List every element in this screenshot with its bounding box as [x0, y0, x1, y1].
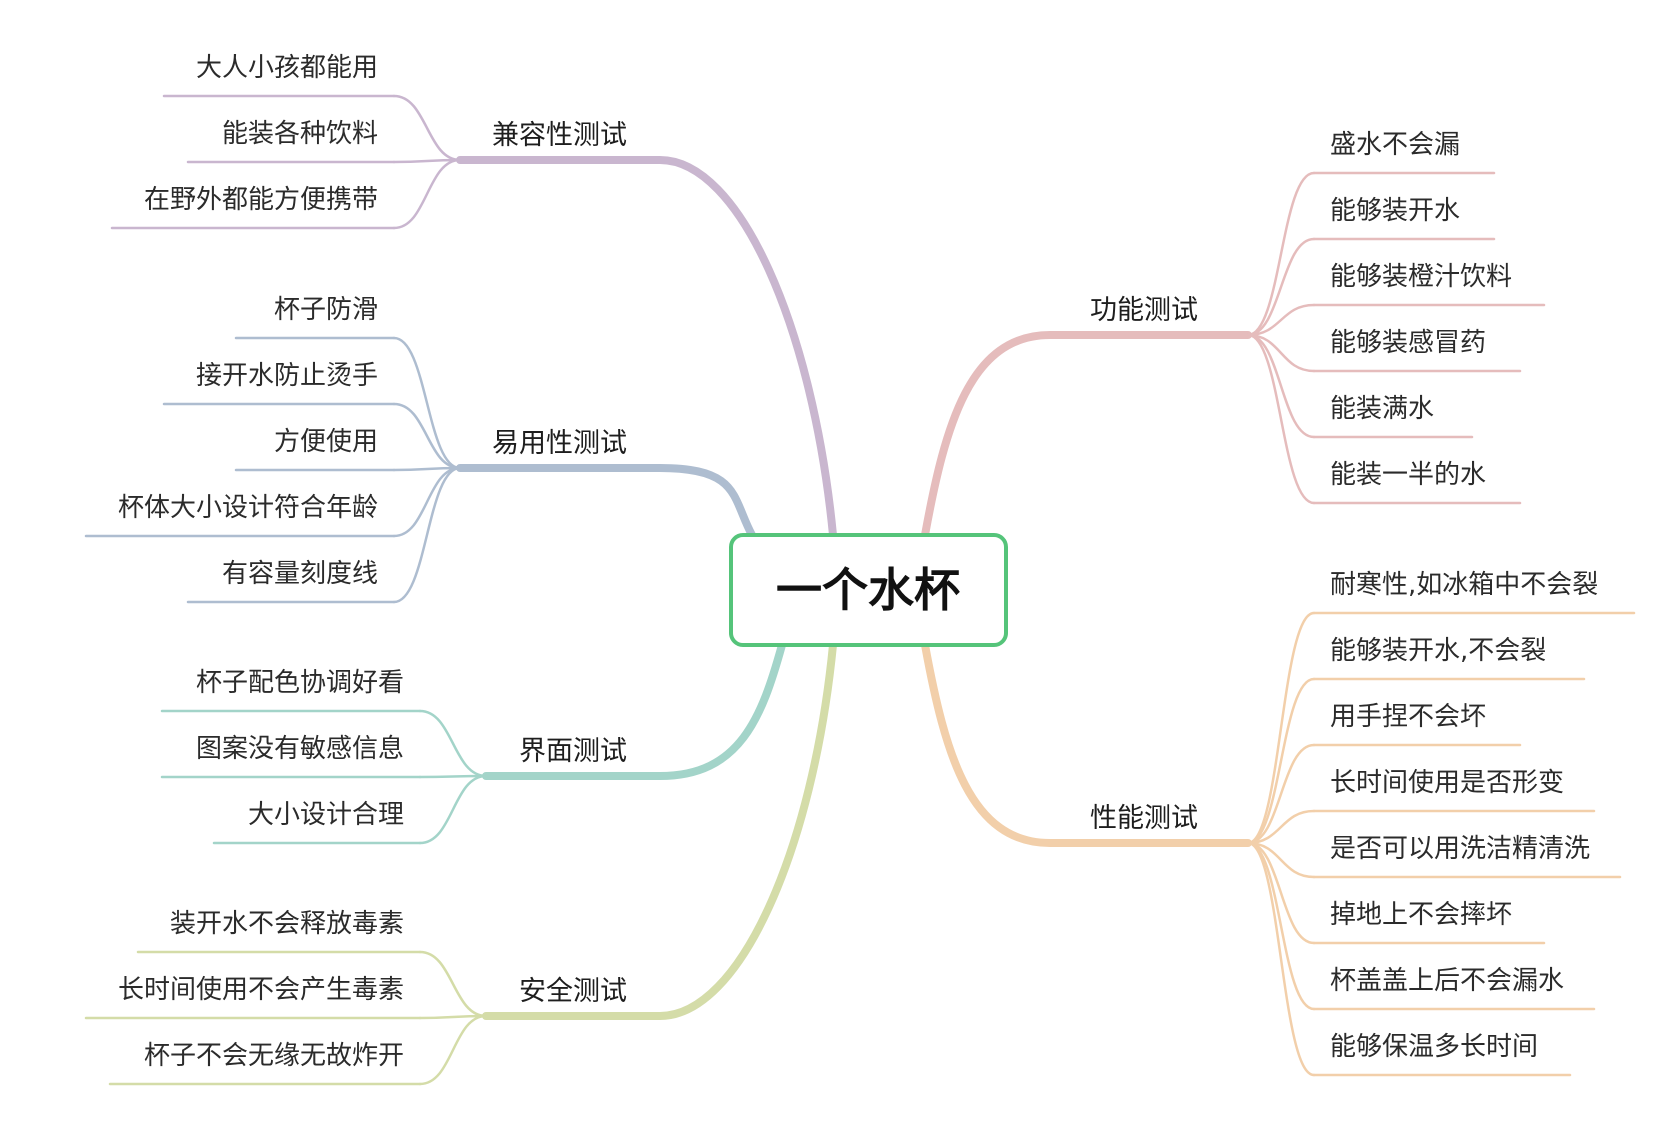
- leaf-topic[interactable]: 是否可以用洗洁精清洗: [1330, 834, 1590, 864]
- leaf-topic[interactable]: 杯子配色协调好看: [196, 668, 404, 698]
- leaf-topic[interactable]: 长时间使用是否形变: [1330, 768, 1564, 798]
- leaf-topic[interactable]: 有容量刻度线: [222, 559, 378, 589]
- leaf-connector: [1246, 841, 1316, 1077]
- leaf-topic[interactable]: 耐寒性,如冰箱中不会裂: [1330, 570, 1598, 600]
- leaf-connector: [1246, 303, 1316, 337]
- branch-topic-usability[interactable]: 易用性测试: [492, 428, 627, 459]
- leaf-topic[interactable]: 杯子不会无缘无故炸开: [144, 1041, 404, 1071]
- leaf-topic[interactable]: 大小设计合理: [248, 800, 404, 830]
- leaf-topic[interactable]: 杯体大小设计符合年龄: [118, 493, 378, 523]
- leaf-connector: [1246, 809, 1316, 845]
- connector-layer: [84, 94, 1636, 1086]
- branch-connector-interface: [482, 641, 786, 780]
- leaf-connector: [1246, 333, 1316, 439]
- leaf-topic[interactable]: 能装各种饮料: [222, 119, 378, 149]
- leaf-topic[interactable]: 方便使用: [274, 427, 378, 457]
- leaf-connector: [1246, 841, 1316, 879]
- leaf-topic[interactable]: 掉地上不会摔坏: [1330, 900, 1512, 930]
- leaf-topic[interactable]: 长时间使用不会产生毒素: [118, 975, 404, 1005]
- leaf-connector: [392, 158, 462, 164]
- central-topic-box[interactable]: [729, 533, 1008, 647]
- leaf-connector: [418, 774, 488, 845]
- branch-topic-compatibility[interactable]: 兼容性测试: [492, 120, 627, 151]
- leaf-topic[interactable]: 用手捏不会坏: [1330, 702, 1486, 732]
- leaf-connector: [1246, 333, 1316, 505]
- leaf-connector: [1246, 333, 1316, 373]
- central-topic[interactable]: 一个水杯: [729, 533, 1008, 647]
- leaf-connector: [418, 1014, 488, 1086]
- leaf-topic[interactable]: 盛水不会漏: [1330, 130, 1460, 160]
- branch-connector-function: [921, 331, 1252, 539]
- leaf-connector: [418, 709, 488, 778]
- leaf-topic[interactable]: 能装满水: [1330, 394, 1434, 424]
- branch-connector-compatibility: [456, 156, 837, 539]
- branch-connector-usability: [456, 464, 756, 539]
- leaf-connector: [1246, 611, 1316, 845]
- leaf-topic[interactable]: 接开水防止烫手: [196, 361, 378, 391]
- branch-topic-security[interactable]: 安全测试: [519, 976, 627, 1007]
- leaf-connector: [392, 466, 462, 472]
- central-topic-label: 一个水杯: [776, 563, 960, 617]
- branch-topic-function[interactable]: 功能测试: [1090, 295, 1198, 326]
- branch-connector-performance: [921, 641, 1252, 847]
- leaf-topic[interactable]: 图案没有敏感信息: [196, 734, 404, 764]
- leaf-topic[interactable]: 装开水不会释放毒素: [170, 909, 404, 939]
- branch-topic-performance[interactable]: 性能测试: [1090, 803, 1198, 834]
- leaf-connector: [1246, 677, 1316, 845]
- leaf-connector: [418, 774, 488, 779]
- leaf-connector: [1246, 841, 1316, 1011]
- leaf-topic[interactable]: 大人小孩都能用: [196, 53, 378, 83]
- leaf-topic[interactable]: 能装一半的水: [1330, 460, 1486, 490]
- leaf-connector: [418, 950, 488, 1018]
- leaf-topic[interactable]: 能够装开水,不会裂: [1330, 636, 1546, 666]
- leaf-connector: [392, 336, 462, 470]
- leaf-connector: [1246, 237, 1316, 337]
- leaf-connector: [1246, 171, 1316, 337]
- leaf-topic[interactable]: 杯子防滑: [274, 295, 378, 325]
- leaf-connector: [392, 94, 462, 162]
- branch-connector-security: [482, 641, 837, 1020]
- leaf-connector: [392, 402, 462, 470]
- leaf-topic[interactable]: 能够装橙汁饮料: [1330, 262, 1512, 292]
- leaf-topic[interactable]: 能够装感冒药: [1330, 328, 1486, 358]
- leaf-topic[interactable]: 能够装开水: [1330, 196, 1460, 226]
- leaf-topic[interactable]: 在野外都能方便携带: [144, 185, 378, 215]
- leaf-connector: [392, 466, 462, 538]
- leaf-connector: [392, 466, 462, 604]
- leaf-connector: [1246, 841, 1316, 945]
- leaf-connector: [392, 158, 462, 230]
- branch-topic-interface[interactable]: 界面测试: [519, 736, 627, 767]
- leaf-connector: [418, 1014, 488, 1020]
- leaf-connector: [1246, 743, 1316, 845]
- leaf-topic[interactable]: 杯盖盖上后不会漏水: [1330, 966, 1564, 996]
- leaf-topic[interactable]: 能够保温多长时间: [1330, 1032, 1538, 1062]
